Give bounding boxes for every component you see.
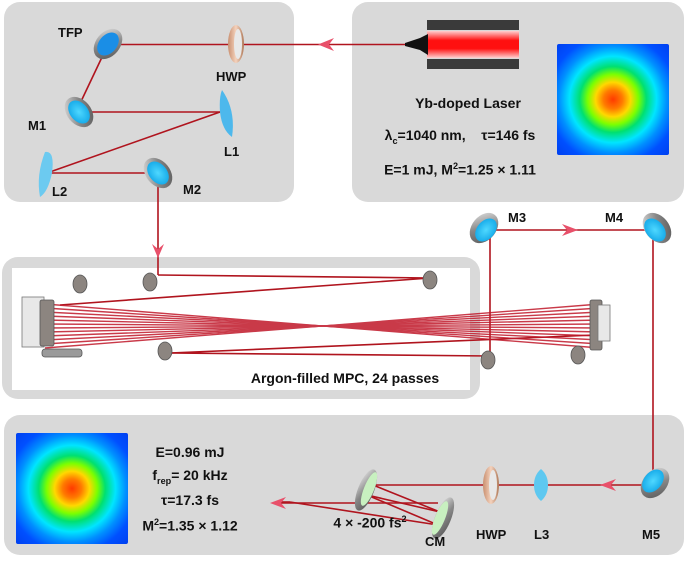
label-hwp-top: HWP — [216, 69, 247, 84]
frep-value: = 20 kHz — [171, 467, 228, 483]
label-m5: M5 — [642, 527, 661, 542]
laser-energy-m2: E=1 mJ, M2=1.25 × 1.11 — [360, 161, 560, 178]
input-beam-profile — [557, 44, 669, 155]
label-m4: M4 — [605, 210, 624, 225]
label-hwp-bottom: HWP — [476, 527, 507, 542]
label-m1: M1 — [28, 118, 47, 133]
output-m2-prefix: M — [142, 517, 154, 534]
cm-dispersion-sup: 2 — [401, 514, 407, 524]
label-m3: M3 — [508, 210, 527, 225]
frep-sub: rep — [157, 475, 172, 486]
laser-tau: τ=146 fs — [481, 127, 536, 143]
mirror-m2-icon — [143, 157, 173, 189]
arrow-left-icon — [600, 479, 616, 491]
chirped-mirror-bottom-icon — [431, 497, 455, 539]
lambda-value: =1040 nm, — [397, 127, 466, 143]
chirped-mirror-top-icon — [354, 469, 378, 511]
frep-prefix: f — [152, 467, 158, 483]
laser-m2-sup: 2 — [452, 161, 459, 171]
lambda-symbol: λ — [384, 127, 393, 143]
mpc-mirror-mounts — [21, 270, 611, 370]
hwp-top-icon — [228, 25, 244, 63]
label-m2: M2 — [183, 182, 202, 197]
laser-wavelength-duration: λc=1040 nm, τ=146 fs — [360, 128, 560, 146]
hwp-bottom-icon — [483, 466, 499, 504]
mirror-m1-icon — [64, 96, 94, 128]
laser-name: Yb-doped Laser — [415, 95, 521, 111]
laser-m2-value: =1.25 × 1.11 — [458, 161, 536, 178]
mirror-m3-icon — [469, 212, 499, 244]
output-beam-profile — [16, 433, 128, 544]
output-m2-value: =1.35 × 1.12 — [159, 517, 238, 534]
lens-l3-icon — [534, 469, 548, 501]
lens-l1-icon — [219, 90, 233, 137]
mirror-m4-icon — [642, 212, 672, 244]
cm-dispersion-prefix: 4 × -200 fs — [333, 514, 402, 531]
label-l3: L3 — [534, 527, 550, 542]
cm-dispersion: 4 × -200 fs2 — [320, 514, 420, 531]
mirror-m5-icon — [640, 467, 670, 499]
arrow-left-icon — [270, 497, 286, 509]
mirror-tfp-icon — [93, 28, 123, 60]
output-duration: τ=17.3 fs — [160, 492, 219, 508]
output-rep-rate: frep= 20 kHz — [140, 468, 240, 486]
mpc-multipass-bundle — [44, 303, 601, 349]
arrow-right-icon — [562, 224, 578, 236]
lens-l2-icon — [38, 151, 53, 197]
beam-path — [46, 43, 654, 526]
arrow-left-icon — [318, 38, 334, 51]
label-cm: CM — [425, 534, 446, 549]
laser-head-icon — [405, 20, 519, 69]
label-tfp: TFP — [58, 25, 83, 40]
mpc-caption: Argon-filled MPC, 24 passes — [250, 370, 440, 386]
label-l2: L2 — [52, 184, 68, 199]
output-m2-sup: 2 — [153, 517, 160, 527]
direction-arrows — [152, 38, 616, 509]
label-l1: L1 — [224, 144, 240, 159]
output-m2: M2=1.35 × 1.12 — [130, 517, 250, 534]
laser-energy-prefix: E=1 mJ, M — [384, 161, 453, 178]
output-energy: E=0.96 mJ — [155, 444, 225, 460]
arrow-down-icon — [152, 244, 164, 258]
lambda-sub: c — [392, 135, 398, 146]
